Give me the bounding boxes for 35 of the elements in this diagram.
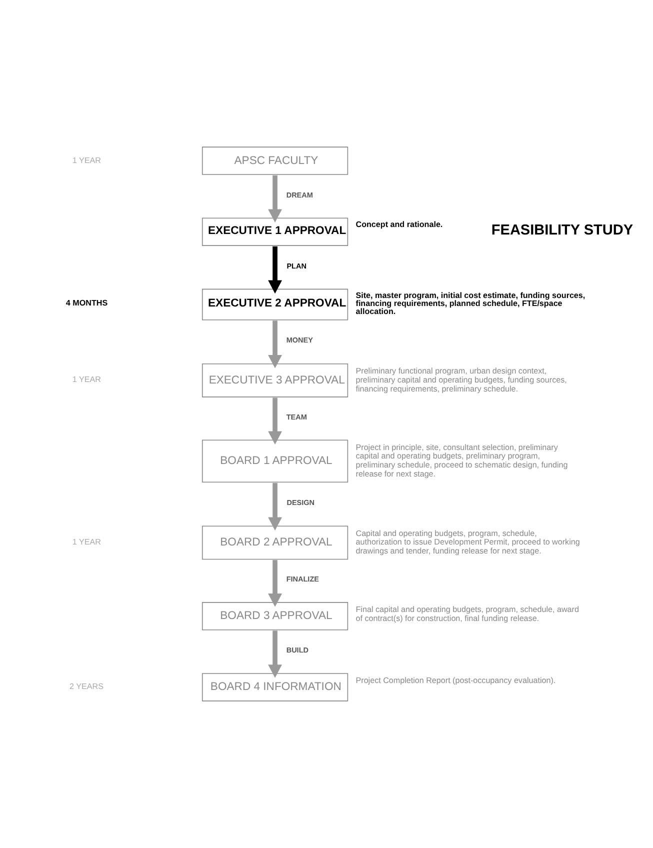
node-label: Concept and rationale. [356, 220, 443, 230]
edge-label: MONEY [286, 336, 313, 345]
node-label: Preliminary functional program, urban design context, preliminary capital and operating budgets, funding sources, financing requirements, preliminary schedule. [356, 366, 567, 394]
arrow [268, 398, 282, 445]
label: FEASIBILITY STUDY [491, 222, 634, 239]
node-box: BOARD 3 APPROVAL [202, 602, 348, 630]
node-box: EXECUTIVE 3 APPROVAL [202, 363, 348, 398]
label: 1 YEAR [72, 375, 101, 384]
node-label: Project in principle, site, consultant selection, preliminary capital and operating budgets, preliminary program, preliminary schedule, proceed to schematic design, funding release for next stage. [356, 442, 568, 478]
edge-label: DESIGN [286, 498, 315, 507]
arrow [268, 320, 282, 368]
node-box: EXECUTIVE 1 APPROVAL [202, 218, 348, 246]
arrow [268, 482, 282, 531]
edge-label: FINALIZE [286, 574, 319, 584]
node-box: BOARD 1 APPROVAL [202, 440, 348, 483]
node-label: Project Completion Report (post-occupancy evaluation). [356, 676, 556, 686]
label: 1 YEAR [72, 156, 101, 165]
node-box: EXECUTIVE 2 APPROVAL [202, 288, 348, 320]
edge-label: PLAN [286, 261, 306, 270]
node-label: Site, master program, initial cost estimate, funding sources, financing requirements, planned schedule, FTE/space allocation. [356, 291, 586, 316]
node-label: Capital and operating budgets, program, schedule, authorization to issue Development Permit, proceed to working drawings and tender, funding release for next stage. [356, 528, 580, 556]
edge-label: BUILD [286, 646, 308, 655]
edge-label: TEAM [286, 412, 307, 422]
node-box: BOARD 2 APPROVAL [202, 526, 348, 560]
label: 1 YEAR [72, 537, 101, 546]
arrow [268, 560, 282, 607]
arrow [268, 630, 282, 678]
arrow [268, 246, 282, 294]
edge-label: DREAM [286, 190, 313, 200]
node-box: APSC FACULTY [202, 146, 348, 175]
label: 4 MONTHS [66, 298, 108, 308]
arrow [268, 175, 282, 223]
node-box: BOARD 4 INFORMATION [202, 673, 348, 702]
label: 2 YEARS [70, 682, 104, 692]
node-label: Final capital and operating budgets, program, schedule, award of contract(s) for construction, final funding release. [356, 605, 579, 623]
